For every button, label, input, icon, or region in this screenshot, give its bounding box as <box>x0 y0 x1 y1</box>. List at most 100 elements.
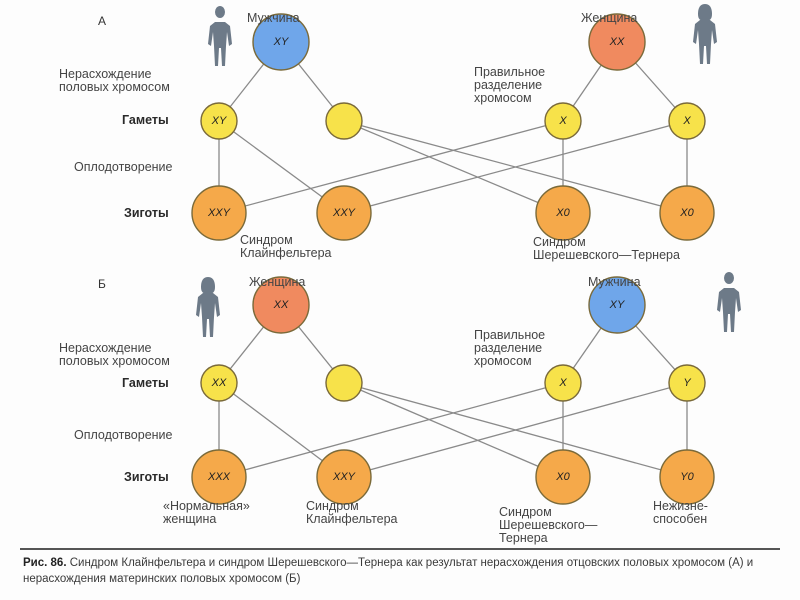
panel-a-zygote-node-4-circle <box>659 185 715 241</box>
panel-b-parent-left-label: Женщина <box>249 275 306 289</box>
panel-a-gamete-node-4-genotype: X <box>682 115 691 127</box>
figure-caption-text: Синдром Клайнфельтера и синдром Шерешевс… <box>23 557 754 585</box>
panel-b-parent-right-node: XY <box>588 276 646 334</box>
panel-a-gamete-node-3: X <box>544 102 582 140</box>
panel-b-gamete-node-1-genotype: XX <box>211 377 227 389</box>
panel-a-parent-left-node-genotype: XY <box>273 36 289 48</box>
panel-b-right-process-line3: хромосом <box>474 354 532 368</box>
panel-a-zygote-node-1-circle <box>191 185 247 241</box>
panel-b-line-gamete-3-zygote-1 <box>218 382 564 478</box>
panel-b-line-gamete-4-zygote-2 <box>343 382 688 478</box>
panel-a-fertilization-label: Оплодотворение <box>74 160 173 174</box>
panel-b-gamete-node-1: XX <box>200 364 238 402</box>
panel-a-left-process-line2: половых хромосом <box>59 80 170 94</box>
panel-a-line-gamete-2-zygote-3 <box>343 120 564 214</box>
panel-b-zygote-node-1: XXX <box>191 449 247 505</box>
panel-b-gamete-node-2 <box>325 364 363 402</box>
panel-a-parent-right-label: Женщина <box>581 11 638 25</box>
panel-b-female-silhouette-icon <box>196 277 220 337</box>
panel-a-zygotes-label: Зиготы <box>124 206 169 220</box>
panel-a-gamete-node-2-circle <box>325 102 363 140</box>
panel-b-zygote-node-4-genotype: Y0 <box>680 471 694 483</box>
panel-b-outcome-nonviable-line2: способен <box>653 512 708 526</box>
figure-caption: Рис. 86. Синдром Клайнфельтера и синдром… <box>23 555 783 587</box>
panel-b-right-process-line2: разделение <box>474 341 543 355</box>
panel-a-zygote-node-2-circle <box>316 185 372 241</box>
panel-b-gamete-node-1-circle <box>200 364 238 402</box>
panel-b-zygote-node-3: X0 <box>535 449 591 505</box>
panel-b-outcome-turner-line2: Шерешевского— <box>499 518 598 532</box>
panel-b-gamete-node-2-circle <box>325 364 363 402</box>
panel-b-gamete-node-3-circle <box>544 364 582 402</box>
panel-a-parent-left-label: Мужчина <box>247 11 300 25</box>
panel-a-parent-right-node-circle <box>588 13 646 71</box>
panel-a-zygote-node-3-genotype: X0 <box>555 207 570 219</box>
panel-b-gamete-node-4-genotype: Y <box>683 377 691 389</box>
panel-b-outcome-nonviable-line1: Нежизне- <box>653 499 708 513</box>
panel-a-gamete-node-3-circle <box>544 102 582 140</box>
panel-a-zygote-node-2-genotype: XXY <box>332 207 356 219</box>
panel-b-left-process-line2: половых хромосом <box>59 354 170 368</box>
panel-b-parent-left-node-circle <box>252 276 310 334</box>
panel-b-outcome-normal-line2: женщина <box>163 512 217 526</box>
panel-a-gamete-node-4-circle <box>668 102 706 140</box>
panel-a-zygote-node-3: X0 <box>535 185 591 241</box>
figure-number: Рис. 86. <box>23 557 67 569</box>
panel-a-parent-right-node: XX <box>588 13 646 71</box>
panel-a-gamete-node-1-genotype: XY <box>211 115 227 127</box>
panel-b-zygotes-label: Зиготы <box>124 470 169 484</box>
panel-a-female-silhouette-icon <box>693 4 717 64</box>
panel-b-letter: Б <box>98 277 106 291</box>
panel-b-parent-right-label: Мужчина <box>588 275 641 289</box>
panel-b-zygote-node-2-genotype: XXY <box>332 471 356 483</box>
panel-a-male-silhouette-icon <box>208 6 232 66</box>
panel-a-zygote-node-4: X0 <box>659 185 715 241</box>
panel-a-outcome-klinefelter-line1: Синдром <box>240 233 293 247</box>
panel-a-zygote-node-3-circle <box>535 185 591 241</box>
panel-b-line-gamete-2-zygote-3 <box>343 382 564 478</box>
panel-b-gamete-node-3-genotype: X <box>558 377 567 389</box>
panel-a-gamete-node-3-genotype: X <box>558 115 567 127</box>
panel-b-outcome-klinefelter-line1: Синдром <box>306 499 359 513</box>
panel-b-zygote-node-4-circle <box>659 449 715 505</box>
panel-b-zygote-node-4: Y0 <box>659 449 715 505</box>
panel-b-right-process-line1: Правильное <box>474 328 546 342</box>
panel-a-right-process-line2: разделение <box>474 78 543 92</box>
panel-a-right-process-line1: Правильное <box>474 65 546 79</box>
panel-b-gametes-label: Гаметы <box>122 376 169 390</box>
panel-b-male-silhouette-icon <box>717 272 741 332</box>
panel-a-outcome-klinefelter-line2: Клайнфельтера <box>240 246 332 260</box>
panel-a-gametes-label: Гаметы <box>122 113 169 127</box>
panel-b-gamete-node-4-circle <box>668 364 706 402</box>
panel-a-outcome-turner-line1: Синдром <box>533 235 586 249</box>
panel-b-outcome-normal-line1: «Нормальная» <box>163 499 250 513</box>
panel-b-fertilization-label: Оплодотворение <box>74 428 173 442</box>
panel-b-parent-right-node-circle <box>588 276 646 334</box>
panel-a-zygote-node-2: XXY <box>316 185 372 241</box>
panel-b-outcome-klinefelter-line2: Клайнфельтера <box>306 512 398 526</box>
panel-b-parent-left-node-genotype: XX <box>273 299 289 311</box>
panel-b-zygote-node-1-circle <box>191 449 247 505</box>
panel-a-line-gamete-3-zygote-1 <box>218 120 564 214</box>
panel-a-line-gamete-4-zygote-2 <box>343 120 688 214</box>
panel-a-letter: А <box>98 14 107 28</box>
panel-b-gamete-node-3: X <box>544 364 582 402</box>
panel-b-zygote-node-3-genotype: X0 <box>555 471 570 483</box>
panel-b-outcome-turner-line3: Тернера <box>499 531 548 545</box>
panel-b-left-process-line1: Нерасхождение <box>59 341 152 355</box>
panel-b-zygote-node-3-circle <box>535 449 591 505</box>
panel-b-outcome-turner-line1: Синдром <box>499 505 552 519</box>
panel-b-gamete-node-4: Y <box>668 364 706 402</box>
panel-a-outcome-turner-line2: Шерешевского—Тернера <box>533 248 680 262</box>
panel-a-gamete-node-1: XY <box>200 102 238 140</box>
panel-a-zygote-node-1-genotype: XXY <box>207 207 231 219</box>
panel-a-left-process-line1: Нерасхождение <box>59 67 152 81</box>
panel-a-gamete-node-1-circle <box>200 102 238 140</box>
panel-a-right-process-line3: хромосом <box>474 91 532 105</box>
panel-b-parent-right-node-genotype: XY <box>609 299 625 311</box>
panel-b-zygote-node-2: XXY <box>316 449 372 505</box>
panel-a-parent-right-node-genotype: XX <box>609 36 625 48</box>
panel-a-parent-left-node-circle <box>252 13 310 71</box>
panel-a-zygote-node-1: XXY <box>191 185 247 241</box>
